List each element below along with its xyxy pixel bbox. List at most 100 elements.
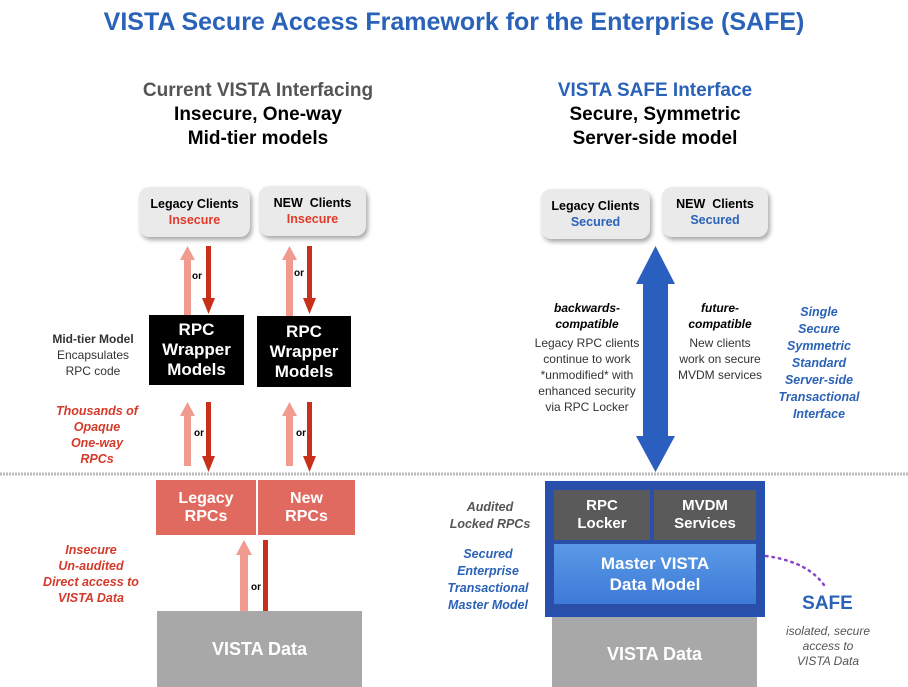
mvdm-line: MVDM — [682, 497, 728, 514]
rpc-wrapper-models-legacy: RPC Wrapper Models — [149, 315, 244, 385]
backwards-compatible-note: backwards- compatible Legacy RPC clients… — [522, 300, 652, 415]
left-subheading-1: Insecure, One-way — [174, 104, 342, 125]
note-line: Transactional — [778, 390, 860, 404]
note-line: *unmodified* with — [540, 368, 634, 382]
legacy-clients-insecure: Legacy Clients Insecure — [139, 187, 250, 237]
note-line: enhanced security — [538, 384, 636, 398]
locker-line: Locker — [577, 515, 627, 532]
new-clients-insecure: NEW Clients Insecure — [259, 186, 366, 236]
note-line: Single — [800, 305, 838, 319]
note-line: RPCs — [80, 452, 114, 466]
client-status: Secured — [690, 213, 740, 227]
note-line: Legacy RPC clients — [534, 336, 640, 350]
or-label: or — [192, 271, 202, 282]
safe-description: isolated, secure access to VISTA Data — [772, 624, 884, 669]
left-heading: Current VISTA Interfacing — [142, 80, 374, 101]
desc-line: access to — [802, 639, 854, 653]
note-line: Secure — [798, 322, 840, 336]
wrapper-line: Wrapper — [269, 341, 339, 361]
master-vista-data-model: Master VISTA Data Model — [554, 544, 756, 604]
rpc-line: New — [290, 489, 323, 507]
right-subheading-1: Secure, Symmetric — [569, 104, 741, 125]
rpc-line: Legacy — [178, 489, 234, 507]
arrow-up-light — [282, 246, 297, 316]
rpc-line: RPCs — [285, 507, 328, 525]
note-line: Master Model — [448, 598, 528, 612]
note-line: Transactional — [447, 581, 529, 595]
page-title: VISTA Secure Access Framework for the En… — [103, 8, 805, 36]
note-line: One-way — [70, 436, 124, 450]
wrapper-line: RPC — [178, 320, 215, 339]
arrow-down-dark — [303, 402, 316, 472]
note-line: Un-audited — [58, 559, 124, 573]
double-arrow-blue — [636, 246, 675, 472]
master-line: Data Model — [609, 575, 701, 594]
note-line: Insecure — [65, 543, 117, 557]
desc-line: isolated, secure — [785, 624, 871, 638]
arrow-up-light — [282, 402, 297, 466]
or-label: or — [251, 582, 261, 593]
note-line: via RPC Locker — [545, 400, 629, 414]
note-line: work on secure — [679, 352, 761, 366]
locker-line: RPC — [586, 497, 618, 514]
thousands-note: Thousands of Opaque One-way RPCs — [32, 403, 162, 467]
midtier-title: Mid-tier Model — [52, 332, 134, 346]
midtier-note: Mid-tier Model Encapsulates RPC code — [38, 331, 148, 379]
mvdm-services-box: MVDM Services — [654, 490, 756, 540]
vista-data-right: VISTA Data — [552, 611, 757, 687]
note-line: Server-side — [784, 373, 854, 387]
client-name: Legacy Clients — [150, 197, 239, 211]
right-subheading-2: Server-side model — [572, 128, 738, 149]
note-title: compatible — [555, 317, 619, 331]
arrow-up-light — [180, 402, 195, 466]
note-line: continue to work — [543, 352, 631, 366]
note-line: New clients — [689, 336, 751, 350]
note-line: Secured — [463, 547, 513, 561]
midtier-line: Encapsulates — [56, 348, 130, 362]
client-status: Secured — [570, 215, 621, 229]
note-line: Standard — [791, 356, 847, 370]
desc-line: VISTA Data — [796, 654, 860, 668]
client-name: NEW Clients — [273, 196, 352, 210]
rpc-wrapper-models-new: RPC Wrapper Models — [257, 316, 351, 387]
note-line: Direct access to — [43, 575, 139, 589]
wrapper-line: Models — [274, 361, 334, 381]
arrow-up-light — [180, 246, 195, 316]
arrow-down-dark — [202, 246, 215, 314]
vista-data-label: VISTA Data — [606, 644, 703, 664]
note-line: Thousands of — [56, 404, 138, 418]
mvdm-line: Services — [674, 515, 736, 532]
wrapper-line: Models — [167, 360, 226, 379]
client-name: NEW Clients — [676, 197, 754, 211]
or-label: or — [294, 268, 304, 279]
arrow-up-light — [236, 540, 252, 635]
safe-label: SAFE — [802, 593, 853, 614]
secured-enterprise-note: Secured Enterprise Transactional Master … — [432, 546, 544, 614]
note-line: Symmetric — [787, 339, 851, 353]
new-clients-secured: NEW Clients Secured — [662, 187, 768, 237]
single-interface-note: Single Secure Symmetric Standard Server-… — [760, 304, 878, 423]
audited-note: Audited Locked RPCs — [440, 499, 540, 533]
vista-data-left: VISTA Data — [157, 611, 362, 687]
new-rpcs-box: New RPCs — [258, 480, 355, 535]
client-status: Insecure — [286, 212, 339, 226]
client-status: Insecure — [168, 213, 221, 227]
arrow-down-dark — [202, 402, 215, 472]
note-line: Locked RPCs — [449, 517, 531, 531]
rpc-line: RPCs — [184, 507, 228, 525]
note-line: Audited — [466, 500, 514, 514]
note-title: future- — [701, 301, 739, 315]
note-title: compatible — [688, 317, 752, 331]
client-name: Legacy Clients — [551, 199, 640, 213]
right-heading: VISTA SAFE Interface — [557, 80, 753, 101]
or-label: or — [296, 428, 306, 439]
wrapper-line: Wrapper — [162, 340, 231, 359]
insecure-note: Insecure Un-audited Direct access to VIS… — [26, 542, 156, 606]
note-line: VISTA Data — [58, 591, 124, 605]
note-line: Interface — [792, 407, 846, 421]
arrow-down-dark — [303, 246, 316, 314]
legacy-rpcs-box: Legacy RPCs — [156, 480, 256, 535]
note-title: backwards- — [553, 301, 621, 315]
midtier-line: RPC code — [65, 364, 121, 378]
